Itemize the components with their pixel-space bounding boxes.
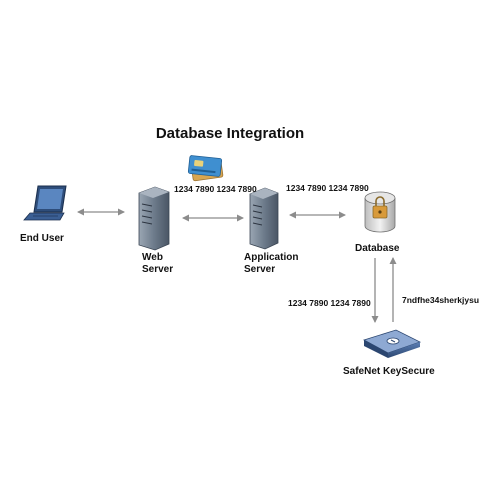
- keysecure-appliance-icon: [362, 329, 422, 358]
- application-server-label-line1: Application: [244, 252, 298, 263]
- application-server-icon: [249, 187, 279, 250]
- data-label-db-to-keysecure: 1234 7890 1234 7890: [288, 298, 371, 308]
- diagram-title: Database Integration: [156, 125, 304, 142]
- credit-card-icon: [187, 155, 224, 182]
- web-server-label-line2: Server: [142, 264, 173, 275]
- database-label: Database: [355, 243, 400, 254]
- web-server-icon: [138, 186, 170, 251]
- data-label-keysecure-to-db: 7ndfhe34sherkjysu: [402, 295, 479, 305]
- application-server-label-line2: Server: [244, 264, 275, 275]
- data-label-app-to-db: 1234 7890 1234 7890: [286, 183, 369, 193]
- data-label-web-to-app: 1234 7890 1234 7890: [174, 184, 257, 194]
- end-user-label: End User: [20, 233, 64, 244]
- database-icon: [364, 191, 396, 233]
- laptop-icon: [23, 185, 67, 221]
- keysecure-label: SafeNet KeySecure: [343, 366, 435, 377]
- web-server-label-line1: Web: [142, 252, 163, 263]
